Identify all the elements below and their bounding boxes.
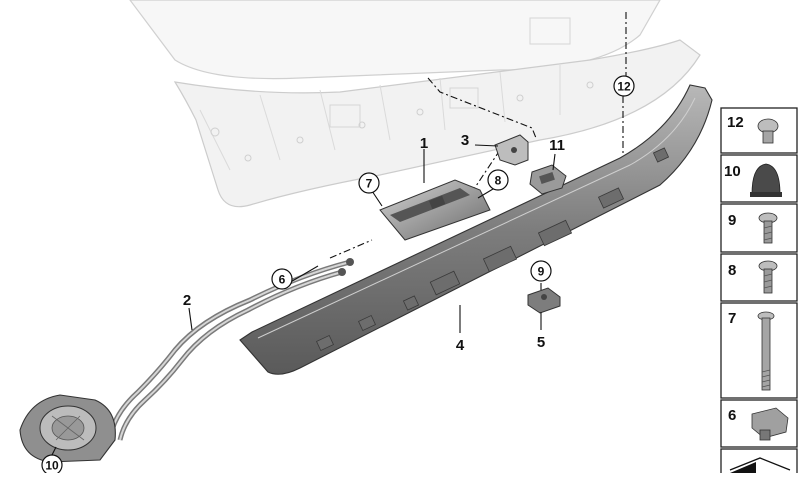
svg-text:9: 9 — [538, 265, 545, 279]
part-4-trim-strip — [239, 84, 713, 375]
callout-3: 3 — [461, 132, 469, 149]
svg-text:7: 7 — [728, 310, 736, 327]
callout-11: 11 — [549, 137, 565, 154]
part-5-switch — [527, 287, 561, 314]
part-11-switch — [529, 164, 567, 195]
fastener-panel-arrow-box — [720, 448, 798, 478]
callout-5: 5 — [537, 334, 545, 351]
callout-10: 10 — [41, 454, 63, 476]
svg-text:12: 12 — [617, 80, 631, 94]
fastener-panel-row-10: 10 — [720, 154, 798, 203]
long-bolt-icon — [757, 311, 775, 391]
callout-7: 7 — [358, 172, 380, 194]
callouts: 1 2 3 4 5 11 6 7 8 9 10 12 — [41, 75, 635, 476]
callout-4: 4 — [456, 337, 465, 354]
callout-8: 8 — [487, 169, 509, 191]
fastener-panel-row-6: 6 — [720, 399, 798, 448]
svg-text:12: 12 — [727, 114, 744, 131]
part-10-actuator — [19, 394, 116, 463]
svg-text:9: 9 — [728, 212, 736, 229]
svg-text:8: 8 — [728, 262, 736, 279]
fastener-panel: 12 10 9 8 — [720, 107, 798, 478]
callout-9: 9 — [530, 260, 552, 282]
fastener-panel-row-9: 9 — [720, 203, 798, 253]
part-1-latch — [379, 179, 491, 241]
fastener-panel-row-7: 7 — [720, 302, 798, 399]
svg-text:10: 10 — [724, 163, 741, 180]
tailgate-ghost — [129, 0, 701, 208]
rubber-buffer-icon — [750, 163, 782, 197]
svg-text:6: 6 — [728, 407, 736, 424]
clip-icon — [757, 118, 779, 144]
torx-bolt-icon — [758, 212, 778, 244]
callout-6: 6 — [271, 268, 293, 290]
part-3-bracket — [494, 134, 529, 166]
callout-1: 1 — [420, 135, 428, 152]
cable-clip-icon — [751, 407, 789, 441]
callout-12: 12 — [613, 75, 635, 97]
svg-text:10: 10 — [45, 459, 59, 473]
fastener-panel-row-12: 12 — [720, 107, 798, 154]
fastener-panel-row-8: 8 — [720, 253, 798, 302]
callout-2: 2 — [183, 292, 191, 309]
svg-text:6: 6 — [279, 273, 286, 287]
svg-text:8: 8 — [495, 174, 502, 188]
torx-bolt-icon — [758, 260, 778, 294]
svg-text:7: 7 — [366, 177, 373, 191]
